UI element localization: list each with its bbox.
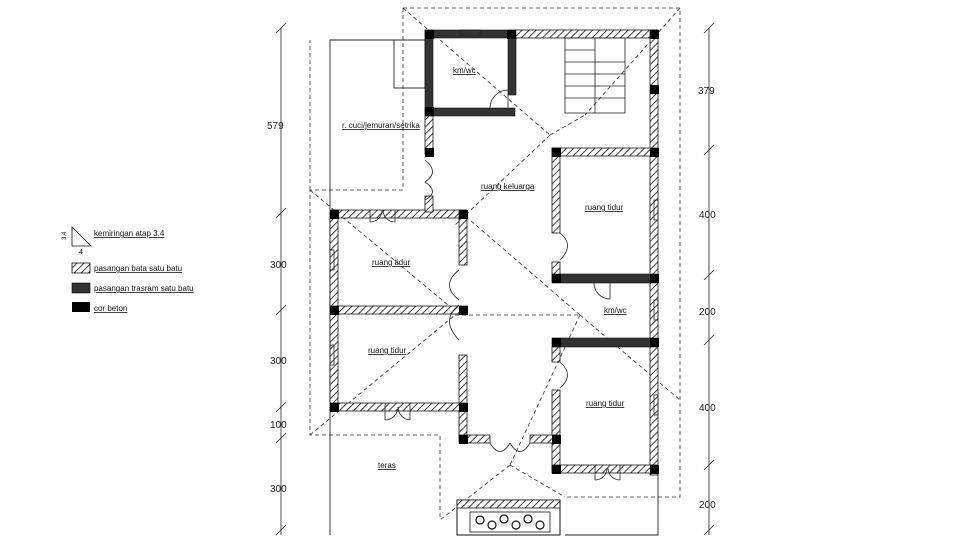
window-left-upper bbox=[369, 209, 396, 223]
slope-rise: 3.4 bbox=[62, 231, 68, 240]
doors bbox=[329, 29, 659, 481]
room-bath-right: km/wc bbox=[604, 306, 627, 315]
concrete-swatch-icon bbox=[72, 302, 90, 312]
room-family: ruang keluarga bbox=[481, 182, 535, 191]
dimension-left: 579 300 300 100 300 bbox=[267, 22, 287, 536]
front-planter bbox=[456, 499, 561, 536]
staircase bbox=[564, 37, 626, 114]
site-boundary-right bbox=[565, 475, 659, 536]
room-bath-top: km/wc bbox=[453, 66, 476, 75]
legend-trasram: pasangan trasram satu batu bbox=[94, 284, 194, 293]
room-bed-left-lower: ruang tidur bbox=[368, 346, 407, 355]
dim-left-3: 300 bbox=[270, 356, 287, 367]
room-labels: r. cuci/jemuran/setrika km/wc ruang kelu… bbox=[342, 66, 627, 470]
dim-right-3: 200 bbox=[699, 307, 716, 318]
room-bed-left-upper: ruang tidur bbox=[372, 258, 411, 267]
dimension-right: 379 400 200 400 200 bbox=[698, 22, 716, 536]
slope-run: 4 bbox=[79, 249, 83, 256]
door-bed-bottom-right bbox=[559, 361, 568, 389]
window-bottom-right bbox=[594, 465, 621, 481]
window-left-lower bbox=[384, 403, 411, 421]
dim-left-4: 100 bbox=[270, 420, 287, 431]
legend-concrete: cor beton bbox=[94, 304, 127, 313]
door-bath-right bbox=[593, 282, 611, 300]
legend: 3.4 4 kemiringan atap 3.4 pasangan bata … bbox=[62, 226, 194, 313]
door-bed-top-right bbox=[559, 232, 568, 261]
brick-swatch-icon bbox=[71, 262, 91, 274]
legend-roof-slope: kemiringan atap 3.4 bbox=[94, 229, 165, 238]
dim-right-4: 400 bbox=[699, 403, 716, 414]
laundry-counter bbox=[393, 39, 426, 89]
dim-left-5: 300 bbox=[270, 484, 287, 495]
dim-left-2: 300 bbox=[270, 260, 287, 271]
door-bath-top bbox=[489, 89, 509, 109]
walls bbox=[329, 29, 659, 476]
dim-left-1: 579 bbox=[267, 121, 284, 132]
dim-right-5: 200 bbox=[699, 500, 716, 511]
room-terrace: teras bbox=[378, 461, 396, 470]
slope-triangle-icon bbox=[71, 226, 92, 247]
dim-right-1: 379 bbox=[698, 86, 715, 97]
room-bed-top-right: ruang tidur bbox=[585, 203, 624, 212]
roof-outline bbox=[309, 7, 681, 521]
room-bed-bottom-right: ruang tidur bbox=[586, 399, 625, 408]
door-bed-left bbox=[449, 269, 460, 341]
door-laundry bbox=[424, 159, 433, 201]
dim-right-2: 400 bbox=[699, 210, 716, 221]
room-laundry: r. cuci/jemuran/setrika bbox=[342, 121, 420, 130]
trasram-swatch-icon bbox=[71, 282, 91, 294]
door-main bbox=[489, 442, 531, 452]
legend-brick: pasangan bata satu batu bbox=[94, 264, 182, 273]
